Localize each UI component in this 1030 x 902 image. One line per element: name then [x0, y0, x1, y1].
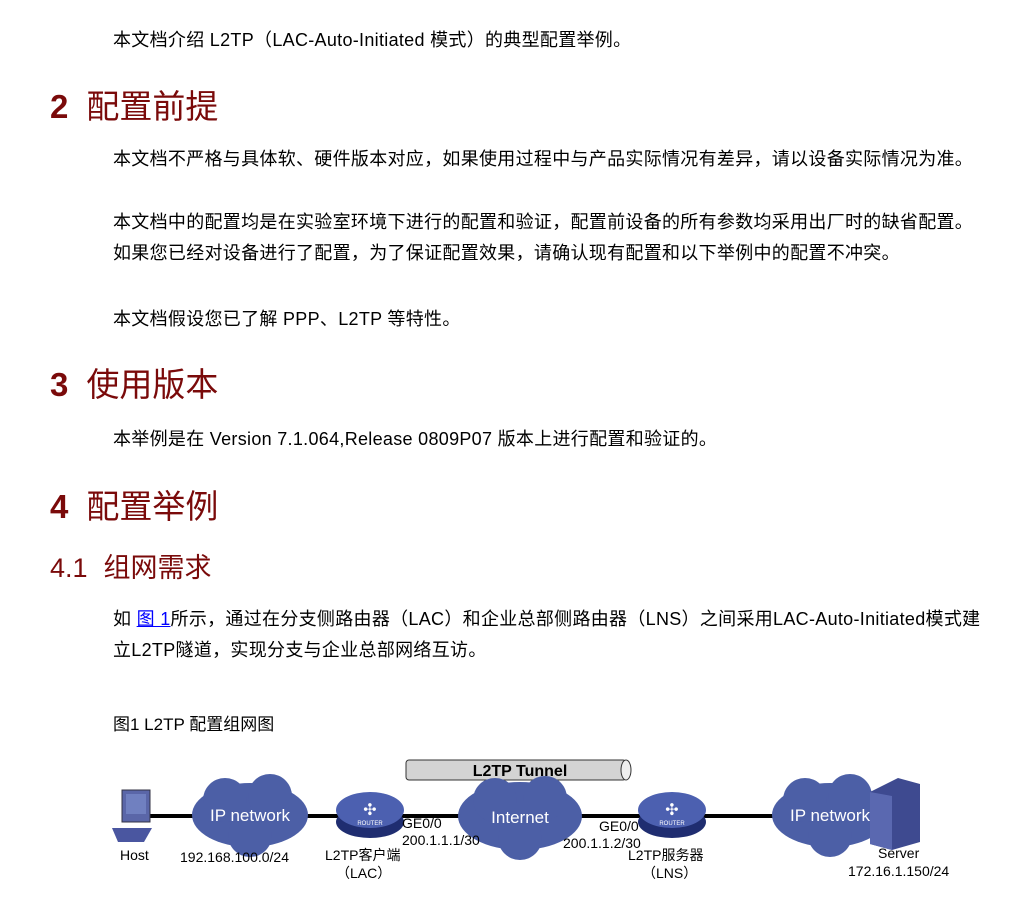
svg-text:L2TP客户端: L2TP客户端 [325, 847, 400, 863]
router-icon: ROUTER ✣ [638, 792, 706, 838]
para: 如 图 1所示，通过在分支侧路由器（LAC）和企业总部侧路由器（LNS）之间采用… [113, 609, 981, 660]
svg-text:GE0/0: GE0/0 [599, 818, 639, 834]
para: 本文档假设您已了解 PPP、L2TP 等特性。 [113, 309, 461, 329]
svg-text:200.1.1.1/30: 200.1.1.1/30 [402, 832, 480, 848]
svg-text:GE0/0: GE0/0 [402, 815, 442, 831]
svg-text:IP network: IP network [790, 806, 871, 825]
svg-text:Host: Host [120, 847, 149, 863]
para: 本文档中的配置均是在实验室环境下进行的配置和验证，配置前设备的所有参数均采用出厂… [113, 212, 974, 263]
svg-text:✣: ✣ [363, 802, 376, 819]
svg-text:200.1.1.2/30: 200.1.1.2/30 [563, 835, 641, 851]
network-diagram: L2TP Tunnel IP network Internet IP netwo… [112, 759, 949, 881]
para: 本文档不严格与具体软、硬件版本对应，如果使用过程中与产品实际情况有差异，请以设备… [113, 149, 974, 169]
cloud-icon [458, 776, 582, 860]
para: 本举例是在 Version 7.1.064,Release 0809P07 版本… [113, 429, 718, 449]
svg-text:Server: Server [878, 845, 920, 861]
svg-text:（LNS）: （LNS） [642, 865, 697, 881]
svg-text:172.16.1.150/24: 172.16.1.150/24 [848, 863, 949, 879]
host-icon [112, 789, 152, 842]
cloud-icon [192, 774, 308, 857]
server-icon [870, 778, 920, 850]
intro-text: 本文档介绍 L2TP（LAC-Auto-Initiated 模式）的典型配置举例… [113, 30, 632, 50]
cloud-icon [772, 774, 888, 857]
svg-text:IP network: IP network [210, 806, 291, 825]
svg-text:192.168.100.0/24: 192.168.100.0/24 [180, 849, 289, 865]
svg-text:（LAC）: （LAC） [336, 865, 391, 881]
svg-text:L2TP服务器: L2TP服务器 [628, 847, 703, 863]
svg-text:ROUTER: ROUTER [659, 821, 685, 827]
svg-text:ROUTER: ROUTER [357, 821, 383, 827]
router-icon: ROUTER ✣ [336, 792, 404, 838]
figure-link[interactable]: 图 1 [136, 609, 171, 629]
tunnel-icon [405, 759, 632, 781]
tunnel-label: L2TP Tunnel [473, 763, 568, 780]
svg-text:Internet: Internet [491, 808, 549, 827]
svg-text:✣: ✣ [665, 802, 678, 819]
figure-caption: 图1 L2TP 配置组网图 [113, 715, 275, 734]
